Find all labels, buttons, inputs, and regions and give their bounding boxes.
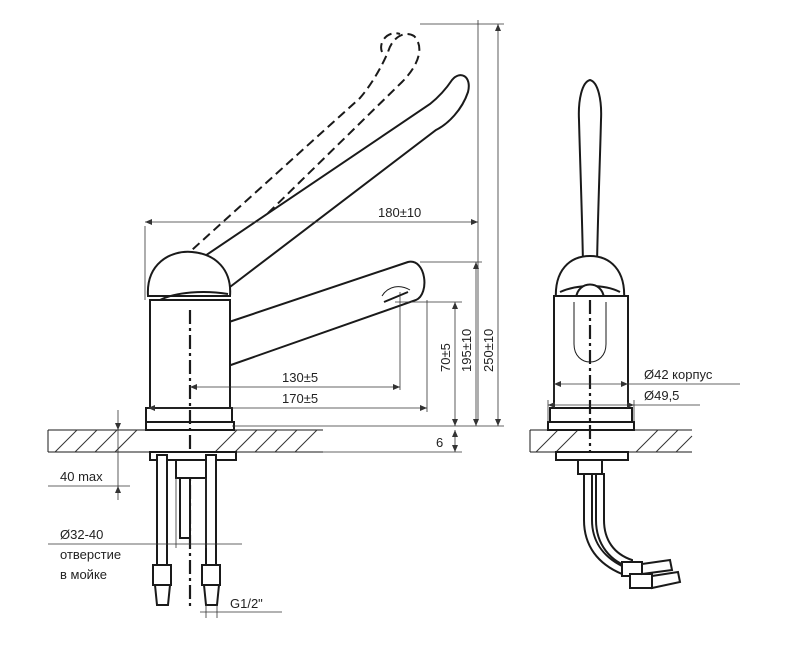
countertop-right <box>529 429 693 453</box>
dimension-70: 70±5 <box>438 343 453 372</box>
side-view <box>47 20 504 618</box>
dimension-130: 130±5 <box>282 370 318 385</box>
mounting-hardware <box>149 451 237 539</box>
dimension-base-diameter: Ø49,5 <box>644 388 679 403</box>
cartridge-cap <box>146 250 232 297</box>
dimension-body-diameter: Ø42 корпус <box>644 367 713 382</box>
dimension-195: 195±10 <box>459 329 474 372</box>
dimension-170: 170±5 <box>282 391 318 406</box>
lever-raised-outline <box>171 33 421 269</box>
lever <box>193 74 470 294</box>
dimension-hole-diameter: Ø32-40 <box>60 527 103 542</box>
dimension-180: 180±10 <box>378 205 421 220</box>
dimension-thread: G1/2" <box>230 596 263 611</box>
countertop-left <box>47 429 323 453</box>
supply-hoses-front <box>583 473 682 590</box>
dimension-250: 250±10 <box>481 329 496 372</box>
dimension-6: 6 <box>436 435 443 450</box>
cartridge-cap-front <box>554 254 626 301</box>
front-view <box>529 78 740 590</box>
dimension-40max: 40 max <box>60 469 103 484</box>
spout <box>212 260 426 368</box>
lever-front <box>577 78 603 265</box>
hole-label-line2: в мойке <box>60 567 107 582</box>
hole-label-line1: отверстие <box>60 547 121 562</box>
